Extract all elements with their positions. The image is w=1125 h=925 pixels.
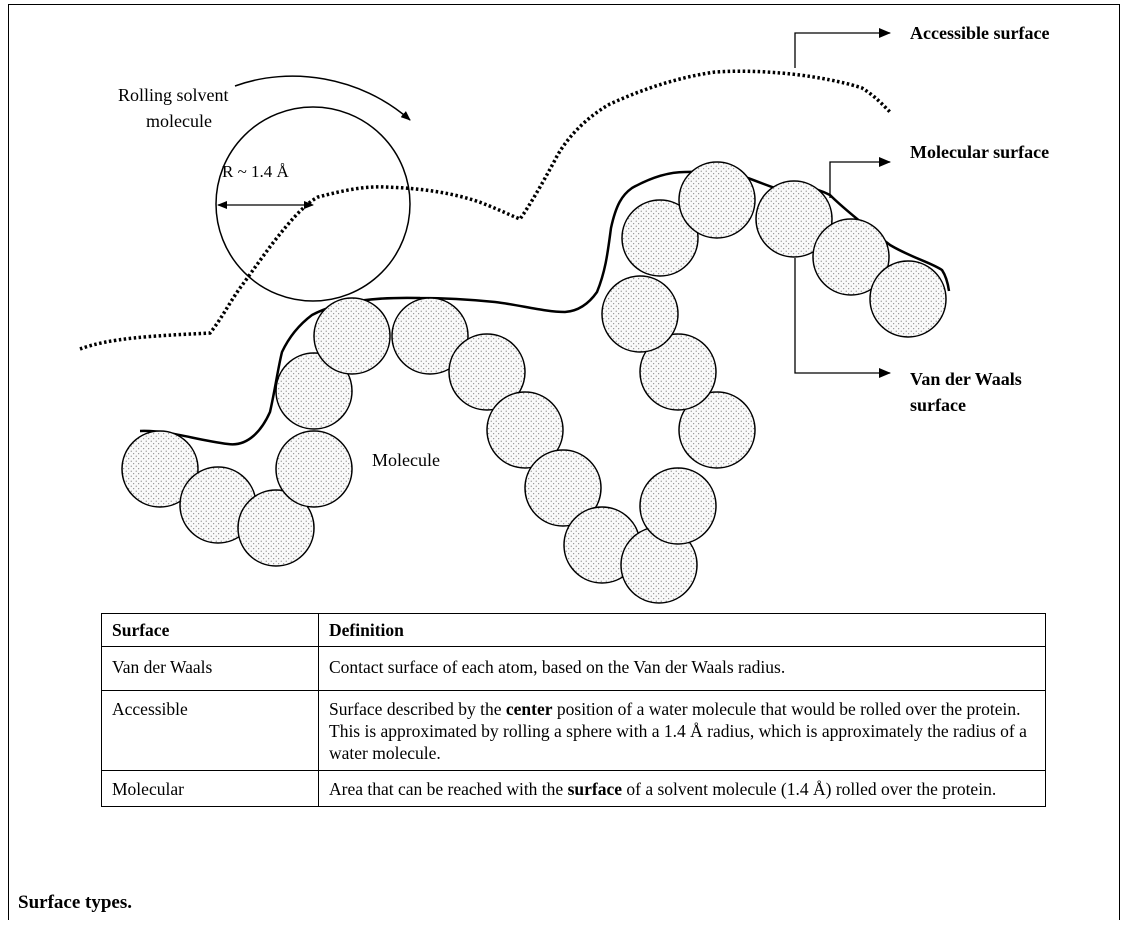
atom — [448, 333, 526, 411]
atom — [812, 218, 890, 296]
definition-text: Surface described by the — [329, 699, 506, 719]
surface-name-cell: Van der Waals — [101, 646, 319, 691]
accessible-surface-label: Accessible surface — [910, 23, 1049, 43]
atom — [524, 449, 602, 527]
surface-diagram: Rolling solvent molecule R ~ 1.4 Å Molec… — [79, 23, 1049, 604]
atom — [601, 275, 679, 353]
table-header-row: Surface Definition — [101, 613, 1046, 647]
definition-cell: Contact surface of each atom, based on t… — [318, 646, 1046, 691]
molecular-surface-callout — [829, 157, 891, 198]
atom — [621, 199, 699, 277]
definition-text: of a solvent molecule (1.4 Å) rolled ove… — [622, 779, 997, 799]
atom — [121, 430, 199, 508]
atom — [755, 180, 833, 258]
definition-cell: Area that can be reached with the surfac… — [318, 770, 1046, 807]
atom — [275, 352, 353, 430]
surface-name-cell: Molecular — [101, 770, 319, 807]
molecular-surface-line — [139, 169, 951, 446]
rolling-solvent-label-1: Rolling solvent — [118, 85, 229, 105]
atom — [237, 489, 315, 567]
atom — [275, 430, 353, 508]
molecule-label: Molecule — [372, 450, 440, 470]
surface-name-cell: Accessible — [101, 690, 319, 771]
rolling-solvent-label-2: molecule — [146, 111, 212, 131]
solvent-sphere — [215, 106, 411, 302]
atom — [639, 333, 717, 411]
definition-emphasis: surface — [567, 779, 622, 799]
vdw-surface-label-1: Van der Waals — [910, 369, 1022, 389]
rotation-arrow-icon — [234, 75, 411, 121]
surface-column-header: Surface — [101, 613, 319, 647]
atom — [391, 297, 469, 375]
radius-label: R ~ 1.4 Å — [222, 162, 290, 181]
table-row: Van der Waals Contact surface of each at… — [101, 646, 1046, 691]
atom — [639, 467, 717, 545]
vdw-surface-callout — [794, 258, 891, 378]
atom — [678, 161, 756, 239]
figure-frame — [8, 4, 1120, 920]
definition-text: position of a water molecule that would … — [329, 699, 1027, 763]
definition-cell: Surface described by the center position… — [318, 690, 1046, 771]
atom — [486, 391, 564, 469]
atom — [678, 391, 756, 469]
definition-text: Area that can be reached with the — [329, 779, 568, 799]
surface-definitions-table: Surface Definition Van der Waals Contact… — [101, 613, 1046, 807]
accessible-surface-line — [79, 69, 892, 351]
molecule-atoms — [121, 161, 947, 604]
accessible-surface-callout — [794, 28, 891, 68]
atom — [869, 260, 947, 338]
table-row: Accessible Surface described by the cent… — [101, 690, 1046, 771]
definition-emphasis: center — [505, 699, 553, 719]
table-row: Molecular Area that can be reached with … — [101, 770, 1046, 807]
atom — [313, 297, 391, 375]
definition-column-header: Definition — [318, 613, 1046, 647]
figure-caption: Surface types. — [18, 892, 132, 913]
vdw-surface-label-2: surface — [910, 395, 966, 415]
molecular-surface-label: Molecular surface — [910, 142, 1049, 162]
